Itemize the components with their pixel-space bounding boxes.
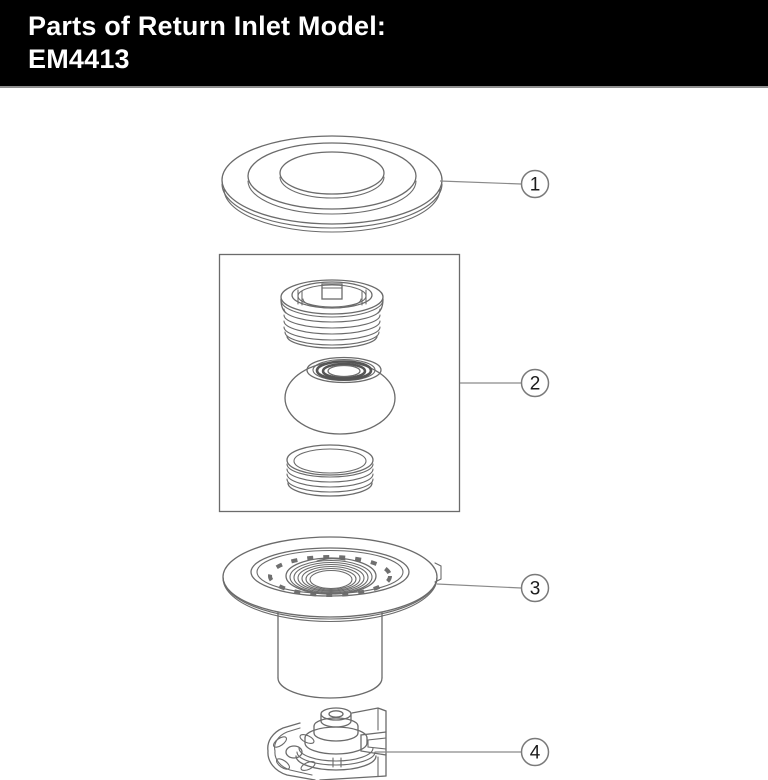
part-1-trim-ring-drawing [221, 135, 443, 233]
callout-3-number: 3 [530, 579, 541, 600]
bracket-hub-hole [285, 745, 303, 759]
part-2-gasket-drawing [286, 444, 374, 497]
callout-1-number: 1 [530, 175, 541, 196]
callout-1-circle [520, 169, 550, 199]
page-title: Parts of Return Inlet Model: EM4413 [0, 0, 768, 76]
callout-1: 1 [520, 169, 550, 199]
flange-tick-ring [268, 555, 392, 597]
callout-4-number: 4 [530, 743, 541, 764]
page-header: Parts of Return Inlet Model: EM4413 [0, 0, 768, 88]
leader-line-3 [436, 583, 522, 589]
leader-lines [375, 180, 522, 753]
part-2-eyeball-drawing [284, 356, 396, 435]
part-3-wall-fitting-drawing [222, 536, 442, 699]
page-title-line1: Parts of Return Inlet Model: [28, 11, 387, 41]
flange-notch [434, 562, 442, 583]
callout-2-circle [520, 368, 550, 398]
part-2-retainer-nut-drawing [280, 279, 384, 349]
callout-4: 4 [520, 737, 550, 767]
page-title-line2: EM4413 [28, 43, 130, 74]
callout-3-circle [520, 573, 550, 603]
nozzle-hole [328, 710, 344, 718]
callout-4-circle [520, 737, 550, 767]
part-4-bracket-nozzle-drawing [267, 707, 387, 780]
callout-2-number: 2 [530, 374, 541, 395]
part-2-group-box [218, 253, 461, 513]
leader-line-1 [439, 180, 522, 185]
callout-2: 2 [520, 368, 550, 398]
callout-3: 3 [520, 573, 550, 603]
